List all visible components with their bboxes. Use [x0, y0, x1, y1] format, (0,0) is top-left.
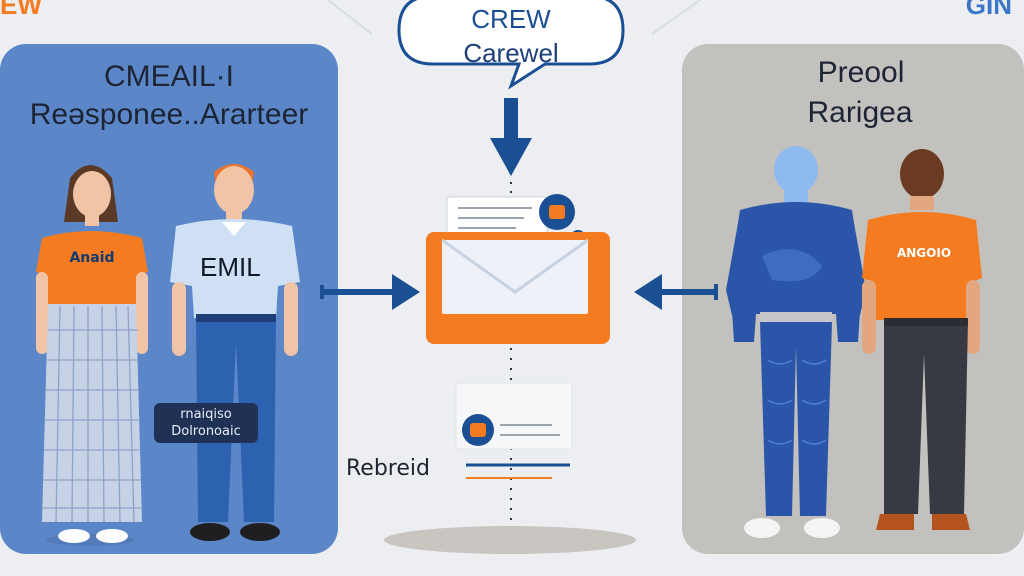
arrow-left-icon [634, 274, 718, 310]
document-label: Rebreid [346, 456, 430, 481]
ground-shadow [384, 526, 636, 554]
person-man-left [170, 164, 300, 541]
corner-label-right: GIN [965, 0, 1012, 20]
shirt-label-angoio: ANGOIO [896, 246, 952, 260]
left-panel-subtitle: Reəsponee..Ararteer [29, 98, 309, 131]
shirt-label-emil: EMIL [200, 252, 261, 282]
bubble-subtitle: Carewel [463, 38, 559, 68]
name-tag: rnaiqiso Dolronoaic [154, 403, 258, 443]
arrow-right-icon [320, 274, 420, 310]
report-card-icon [455, 382, 573, 479]
right-panel-title: Preool [817, 56, 905, 89]
person-blue-back-right [726, 146, 866, 538]
envelope-icon [426, 232, 610, 344]
left-panel-title: CMEAIL·I [103, 60, 235, 93]
bubble-title: CREW [471, 4, 551, 34]
speech-bubble: CREW Carewel [393, 0, 629, 92]
corner-label-left: EW [0, 0, 42, 20]
name-tag-line1: rnaiqiso [180, 407, 232, 422]
down-arrow-icon [490, 98, 532, 176]
name-tag-line2: Dolronoaic [171, 424, 241, 439]
person-orange-back-right [862, 149, 982, 530]
right-panel-subtitle: Rarigea [807, 96, 913, 129]
shirt-label-anaid: Anaid [69, 250, 115, 266]
person-woman-left [36, 165, 148, 546]
background-lines [327, 0, 701, 35]
